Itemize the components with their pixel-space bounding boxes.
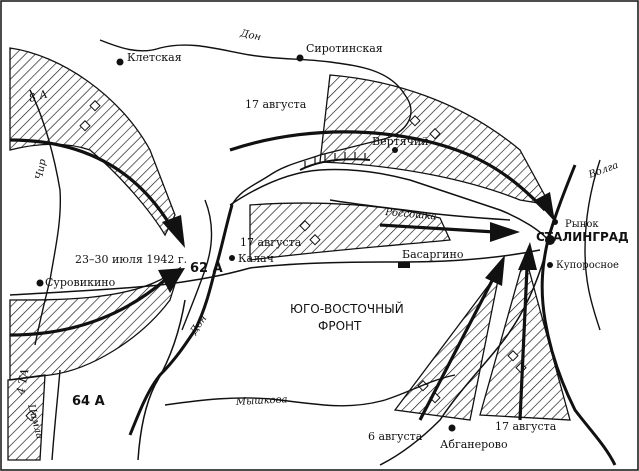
railway-southwest [137,299,186,461]
label-abganerovo: Абганерово [440,438,508,451]
label-chir: Чир [34,158,49,181]
myshkova-river [164,374,456,407]
label-62-army: 62 А [190,261,223,276]
label-64-army: 64 А [72,394,105,409]
arrowhead-center [490,222,520,242]
label-stalingrad: СТАЛИНГРАД [536,230,629,244]
arrowhead-south-b [518,242,537,270]
label-date-july: 23–30 июля 1942 г. [75,253,187,266]
front-line-vertyachiy [299,158,371,171]
railway-north [229,168,549,241]
front-ticks [304,152,366,168]
vertyachiy-dot [392,147,398,153]
label-kuporosnoe: Купоросное [556,260,619,271]
rossoshka-river [329,199,511,221]
hatched-zone-southwest [9,266,182,381]
label-date-aug6: 6 августа [368,430,423,443]
label-vertyachiy: Вертячий [372,135,429,148]
label-rossoshka: Россошка [384,207,437,223]
railway-south [379,254,546,466]
arrowhead-south-west [158,268,185,293]
label-front-line2: ФРОНТ [318,319,362,333]
rynok-dot [552,219,558,225]
label-sirotinskaya: Сиротинская [306,42,383,55]
attack-arrow-south-west [9,278,167,337]
kletskaya-dot [116,58,124,66]
surovikino-dot [36,279,44,287]
label-basargino: Басаргино [402,248,464,261]
label-surovikino: Суровикино [45,276,116,289]
label-front-line1: ЮГО-ВОСТОЧНЫЙ [290,301,404,316]
railway-west [9,249,541,296]
chir-river [29,89,62,346]
attack-arrow-north-east [229,130,547,212]
label-date-aug17-north: 17 августа [245,98,307,111]
label-date-aug17-kalach: 17 августа [240,236,302,249]
label-date-aug17-south: 17 августа [495,420,557,433]
stalingrad-dot [545,235,555,245]
label-myshkova: Мышкова [235,394,288,408]
don-river-west-branch [181,199,213,331]
label-kalach: Калач [238,252,274,265]
label-rynok: Рынок [565,219,599,230]
label-don-north: Дон [238,28,262,43]
unit-markers [25,100,527,422]
label-4-tank-army: 4 ТА [14,367,32,396]
arrowhead-south-a [485,255,505,286]
attack-arrow-north-west [9,138,172,226]
arrowhead-north-west [162,215,185,248]
kuporosnoe-dot [547,262,553,268]
sirotinskaya-dot [296,54,304,62]
label-volga: Волга [586,160,620,181]
don-river-north [99,39,412,206]
label-8-army: 8 А [27,87,49,104]
kalach-dot [229,255,235,261]
attack-arrow-center [379,223,496,234]
hatched-zone-center [249,202,451,261]
arrowhead-north-east [535,192,555,222]
volga-river-east [584,159,601,331]
tsimla-river [51,369,61,461]
hatched-zone-north [319,74,552,206]
attack-arrow-south-a [418,274,497,421]
attack-arrow-south-b [518,267,529,421]
don-river-main [128,204,234,436]
basargino-marker [398,262,410,268]
hatched-zone-southwest-edge [7,374,46,461]
abganerovo-dot [448,424,456,432]
label-kletskaya: Клетская [127,51,182,64]
